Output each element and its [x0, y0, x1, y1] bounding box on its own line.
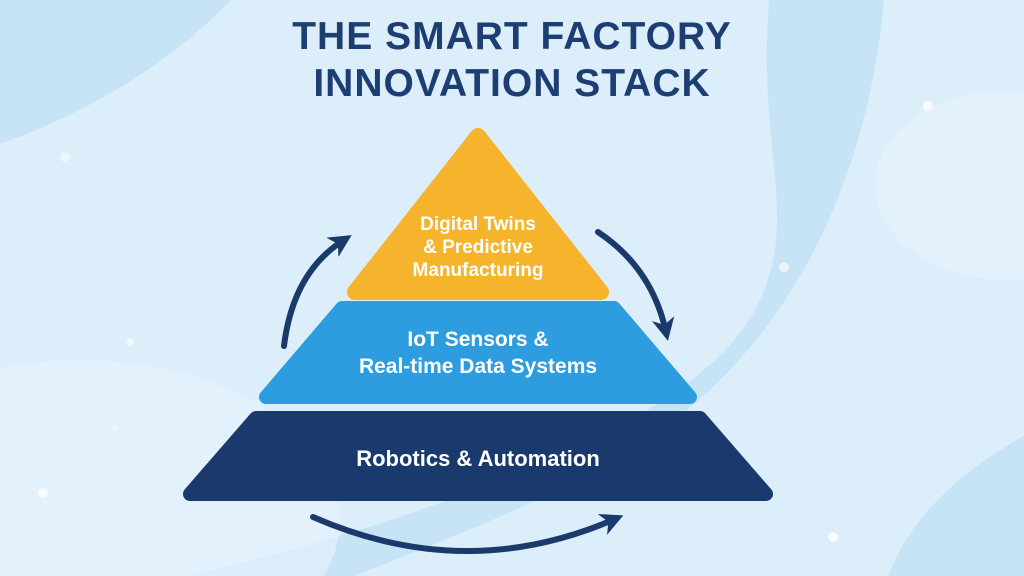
pyramid-tier-top-shape — [347, 128, 609, 300]
background-dot — [60, 152, 70, 162]
pyramid-tier-middle-label: IoT Sensors & Real-time Data Systems — [358, 328, 598, 379]
curved-arrow-up-icon — [281, 235, 352, 349]
curved-arrow-right-icon — [310, 514, 624, 554]
pyramid-tier-bottom-shape — [183, 411, 773, 501]
page-title: THE SMART FACTORY INNOVATION STACK — [292, 15, 732, 105]
background-dot — [126, 338, 134, 346]
pyramid-tier-bottom-label: Robotics & Automation — [356, 446, 600, 471]
background-wave — [190, 0, 885, 576]
curved-arrow-down-icon — [595, 229, 675, 341]
background-dot — [779, 262, 789, 272]
background-wave-bottom-right — [888, 435, 1024, 576]
background-dots — [38, 101, 933, 542]
background-dot — [923, 101, 933, 111]
pyramid-tier-top-label: Digital Twins & Predictive Manufacturing — [412, 214, 544, 282]
background-dot — [38, 488, 48, 498]
background-light-accent — [875, 90, 1024, 280]
background-dot — [112, 425, 118, 431]
background-wave-top-left — [0, 0, 232, 144]
background-dot — [828, 532, 838, 542]
arrows-group — [281, 229, 675, 554]
pyramid-tier-middle-shape — [259, 301, 697, 404]
